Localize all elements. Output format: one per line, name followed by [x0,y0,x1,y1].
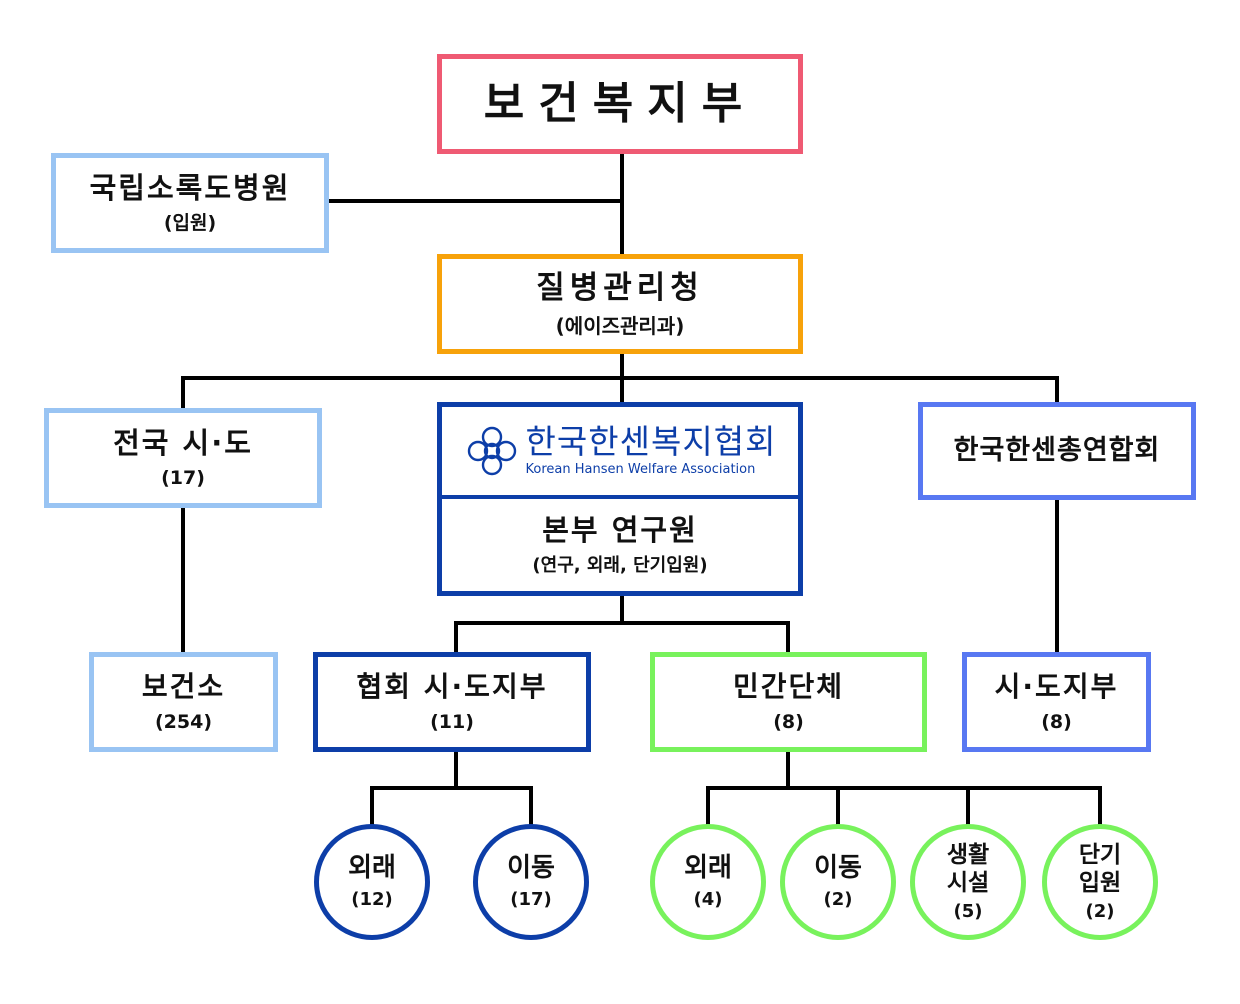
circle-count: (5) [953,900,983,922]
kfwa-sub: (연구, 외래, 단기입원) [532,554,708,576]
circle-count: (17) [510,889,552,911]
circle-count: (4) [693,889,723,911]
circle-outpatient-private: 외래 (4) [650,824,766,940]
private-box: 민간단체 (8) [650,652,927,752]
sorokdo-title: 국립소록도병원 [89,170,291,205]
circle-label: 외래 [348,852,396,883]
branches-title: 협회 시·도지부 [356,670,548,704]
branches-box: 협회 시·도지부 (11) [313,652,591,752]
fed-branches-title: 시·도지부 [994,670,1119,704]
private-sub: (8) [773,710,804,733]
health-centers-title: 보건소 [141,670,226,704]
private-title: 민간단체 [732,670,845,704]
sorokdo-box: 국립소록도병원 (입원) [51,153,329,253]
federation-box: 한국한센총연합회 [918,402,1196,500]
provinces-title: 전국 시·도 [113,425,253,460]
provinces-box: 전국 시·도 (17) [44,408,322,508]
health-centers-sub: (254) [154,710,213,733]
circle-count: (2) [1085,900,1115,922]
circle-outpatient-branches: 외래 (12) [314,824,430,940]
circle-short-term-admission: 단기 입원 (2) [1042,824,1158,940]
kfwa-name-ko: 한국한센복지협회 [525,422,777,462]
ministry-box: 보건복지부 [437,54,803,154]
kdca-box: 질병관리청 (에이즈관리과) [437,254,803,354]
ministry-title: 보건복지부 [483,77,757,129]
circle-label-line2: 입원 [1078,870,1122,896]
sorokdo-sub: (입원) [163,212,217,235]
kfwa-logo: 한국한센복지협회 Korean Hansen Welfare Associati… [442,407,798,499]
circle-label-line1: 생활 [946,842,990,869]
circle-label-line2: 시설 [946,870,990,896]
circle-living-facility: 생활 시설 (5) [910,824,1026,940]
kdca-title: 질병관리청 [536,270,704,307]
circle-label: 이동 [507,852,555,883]
circle-count: (12) [351,889,393,911]
fed-branches-sub: (8) [1041,710,1072,733]
circle-label-line1: 단기 [1078,842,1122,869]
circle-mobile-branches: 이동 (17) [473,824,589,940]
circle-label: 외래 [684,852,732,883]
circle-label: 이동 [814,852,862,883]
health-centers-box: 보건소 (254) [89,652,278,752]
kfwa-box: 한국한센복지협회 Korean Hansen Welfare Associati… [437,402,803,596]
association-emblem-icon [464,423,520,479]
branches-sub: (11) [430,710,474,733]
fed-branches-box: 시·도지부 (8) [962,652,1151,752]
federation-title: 한국한센총연합회 [953,435,1161,467]
kdca-sub: (에이즈관리과) [555,313,685,338]
circle-count: (2) [823,889,853,911]
circle-mobile-private: 이동 (2) [780,824,896,940]
provinces-sub: (17) [161,467,205,490]
kfwa-name-en: Korean Hansen Welfare Association [525,461,756,477]
kfwa-title: 본부 연구원 [542,513,698,548]
